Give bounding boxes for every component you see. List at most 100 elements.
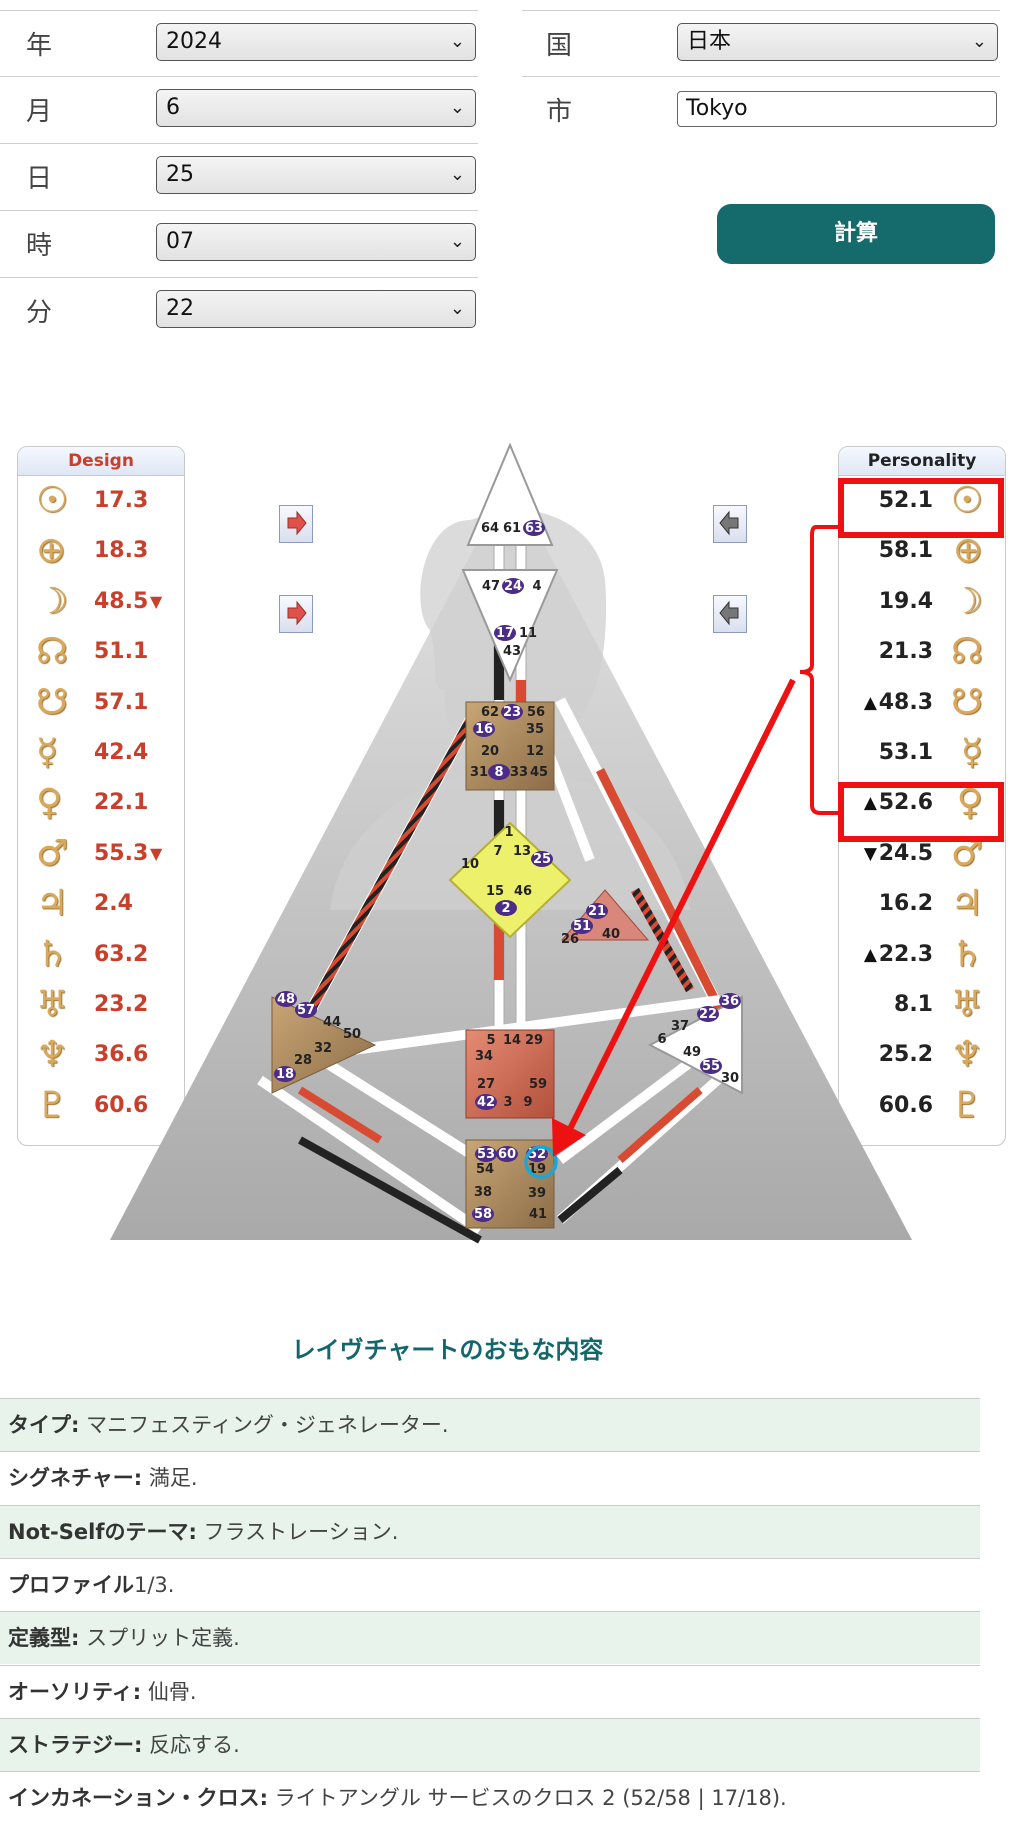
- gate-60: 60: [498, 1147, 516, 1162]
- venus-icon: ♀: [956, 782, 983, 824]
- gate-47: 47: [482, 579, 500, 594]
- gate-27: 27: [477, 1077, 495, 1092]
- gate-badge: [700, 1058, 722, 1074]
- pluto-icon: ♇: [36, 1084, 69, 1126]
- info-key: プロファイル: [8, 1572, 134, 1597]
- personality-value: 25.2: [878, 1042, 933, 1068]
- minute-value: 22: [166, 296, 194, 321]
- neptune-icon: ♆: [950, 1034, 983, 1076]
- info-value: 仙骨.: [141, 1679, 197, 1704]
- design-row-uranus: ♅23.2: [18, 980, 184, 1030]
- info-key: タイプ:: [8, 1413, 80, 1437]
- gate-4: 4: [532, 579, 541, 594]
- month-select[interactable]: 6⌄: [156, 89, 476, 127]
- gate-37: 37: [671, 1019, 689, 1034]
- gate-badge: [475, 1146, 497, 1162]
- triangle-up-icon: ▲: [863, 793, 877, 814]
- info-row: プロファイル1/3.: [0, 1557, 980, 1611]
- gate-10: 10: [461, 857, 479, 872]
- info-value: 1/3.: [134, 1572, 175, 1597]
- gate-59: 59: [529, 1077, 547, 1092]
- gate-badge: [496, 1146, 518, 1162]
- personality-value: 52.1: [878, 488, 933, 513]
- personality-value: 19.4: [878, 588, 933, 614]
- gate-38: 38: [474, 1185, 492, 1200]
- gate-12: 12: [526, 744, 544, 759]
- gate-17: 17: [496, 626, 514, 641]
- mercury-icon: ☿: [960, 732, 983, 773]
- south-node-icon: ☋: [36, 681, 68, 723]
- chevron-down-icon: ⌄: [449, 31, 465, 52]
- info-value: スプリット定義.: [79, 1626, 240, 1651]
- design-row-south-node: ☋ 57.1: [18, 678, 184, 728]
- design-value: 57.1: [94, 689, 149, 715]
- country-label: 国: [546, 31, 573, 61]
- triangle-down-icon: ▼: [863, 843, 877, 864]
- north-node-icon: ☊: [951, 631, 983, 673]
- design-value: 60.6: [94, 1092, 149, 1118]
- personality-arrow-toggle-1[interactable]: [713, 505, 747, 543]
- gate-36: 36: [721, 994, 739, 1009]
- calculate-button[interactable]: 計算: [717, 204, 995, 264]
- sun-icon: ☉: [950, 480, 983, 521]
- gate-51: 51: [573, 919, 591, 934]
- gate-46: 46: [514, 884, 532, 899]
- personality-value: 24.5: [878, 840, 933, 866]
- city-input[interactable]: Tokyo: [677, 91, 997, 127]
- minute-select[interactable]: 22⌄: [156, 290, 476, 328]
- design-value: 48.5: [94, 588, 149, 614]
- gate-23: 23: [503, 705, 521, 720]
- gate-14: 14: [503, 1033, 521, 1048]
- gate-15: 15: [486, 884, 504, 899]
- personality-value: 48.3: [878, 689, 933, 715]
- design-value: 63.2: [94, 941, 149, 967]
- design-value: 17.3: [94, 488, 149, 513]
- design-row-mercury: ☿42.4: [18, 728, 184, 778]
- gate-9: 9: [523, 1095, 532, 1110]
- day-select[interactable]: 25⌄: [156, 156, 476, 194]
- uranus-icon: ♅: [950, 984, 983, 1025]
- personality-value: 21.3: [878, 639, 933, 665]
- highlight-box-venus: [838, 782, 1004, 842]
- chevron-down-icon: ⌄: [449, 231, 465, 252]
- triangle-down-icon: ▼: [150, 591, 163, 611]
- gate-41: 41: [529, 1207, 547, 1222]
- gate-50: 50: [343, 1027, 361, 1042]
- country-select[interactable]: 日本⌄: [677, 23, 998, 61]
- personality-row-north-node: ☊ 21.3: [839, 627, 1005, 677]
- jupiter-icon: ♃: [36, 883, 69, 925]
- gate-badge: [295, 1002, 317, 1018]
- neptune-icon: ♆: [36, 1034, 69, 1076]
- day-value: 25: [166, 162, 194, 187]
- gate-32: 32: [314, 1041, 332, 1056]
- design-arrow-toggle-1[interactable]: [279, 505, 313, 543]
- personality-row-neptune: ♆ 25.2: [839, 1030, 1005, 1080]
- info-key: Not-Selfのテーマ:: [8, 1519, 197, 1544]
- gate-56: 56: [527, 705, 545, 720]
- country-value: 日本: [687, 29, 732, 54]
- info-key: ストラテジー:: [8, 1732, 143, 1757]
- personality-arrow-toggle-2[interactable]: [713, 595, 747, 633]
- year-label: 年: [26, 31, 53, 61]
- pointer-arrow-head: [552, 1118, 586, 1157]
- personality-row-moon: ☽19.4: [839, 577, 1005, 627]
- city-row: 市: [522, 76, 1000, 143]
- design-arrow-toggle-2[interactable]: [279, 595, 313, 633]
- gate-44: 44: [323, 1015, 341, 1030]
- year-select[interactable]: 2024⌄: [156, 23, 476, 61]
- info-row: シグネチャー: 満足.: [0, 1451, 980, 1504]
- spleen-center: [271, 996, 377, 1094]
- design-value: 2.4: [94, 891, 133, 917]
- hour-select[interactable]: 07⌄: [156, 223, 476, 261]
- gate-55: 55: [702, 1059, 720, 1074]
- info-title: レイヴチャートのおもな内容: [291, 1336, 604, 1364]
- gate-badge: [472, 1206, 494, 1222]
- year-row: 年 2024⌄: [0, 10, 478, 77]
- info-row: 定義型: スプリット定義.: [0, 1611, 980, 1665]
- pointer-arrow-line: [564, 678, 796, 1137]
- design-row-saturn: ♄63.2: [18, 930, 184, 980]
- gate-8: 8: [494, 765, 503, 780]
- jupiter-icon: ♃: [950, 883, 983, 925]
